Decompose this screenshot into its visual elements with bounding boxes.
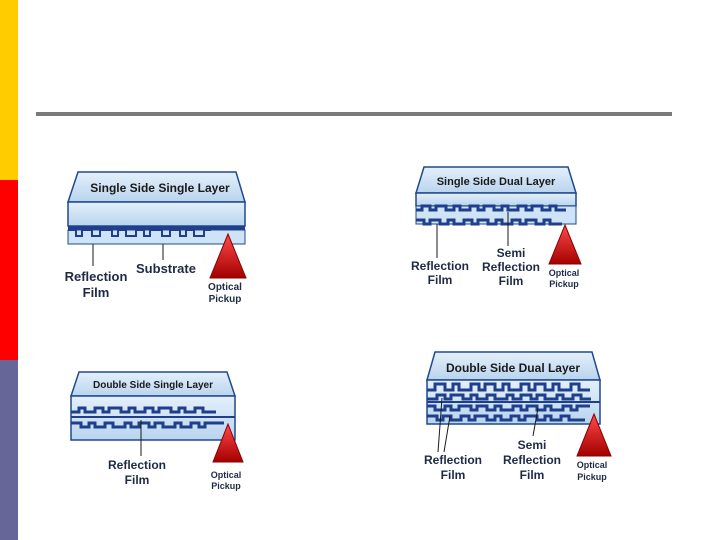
diagram-title: Double Side Single Layer [93, 380, 213, 391]
title-divider [36, 112, 672, 116]
diagram-title: Single Side Dual Layer [437, 176, 556, 188]
reflection-film-layer [416, 218, 562, 226]
reflection-label: Reflection [411, 259, 469, 273]
diagram-double-side-single-layer: Double Side Single Layer Reflection Film… [69, 371, 244, 491]
diagram-single-side-single-layer: Single Side Single Layer Reflection Film… [65, 171, 247, 305]
optical-label: Optical [211, 470, 242, 480]
optical-pickup-icon [212, 422, 244, 463]
diagram-title: Double Side Dual Layer [446, 361, 580, 375]
film-label: Film [125, 473, 150, 487]
diagram-double-side-dual-layer: Double Side Dual Layer Reflection Film S… [424, 351, 612, 482]
semi-reflection-label: Reflection [482, 260, 540, 274]
semi-film-label: Film [499, 274, 524, 288]
semi-label: Semi [518, 438, 547, 452]
pickup-label: Pickup [549, 279, 579, 289]
top-layer-pits-1 [427, 382, 590, 392]
accent-stripe-yellow [0, 0, 18, 180]
reflection-film-layer [68, 226, 245, 230]
reflection-film-layer-bottom [71, 421, 224, 429]
semi-reflection-layer [416, 204, 566, 212]
semi-film-label: Film [520, 468, 545, 482]
optical-pickup-icon [576, 412, 612, 457]
substrate-label: Substrate [136, 261, 196, 276]
film-label: Film [428, 273, 453, 287]
bond-line [71, 416, 235, 418]
reflection-film-layer [427, 414, 585, 422]
optical-label: Optical [208, 282, 242, 293]
optical-label: Optical [577, 460, 608, 470]
upper-substrate [415, 192, 577, 207]
top-layer-pits-2 [427, 393, 591, 401]
film-label: Film [441, 468, 466, 482]
optical-pickup-icon [209, 232, 247, 279]
diagram-single-side-dual-layer: Single Side Dual Layer Reflection Film S… [411, 166, 582, 289]
pickup-label: Pickup [211, 481, 241, 491]
semi-reflection-layer [427, 404, 590, 412]
reflection-film-layer-top [71, 406, 216, 414]
pickup-label: Pickup [209, 294, 242, 305]
optical-pickup-icon [548, 223, 582, 265]
upper-substrate [67, 201, 246, 227]
pit-pattern [68, 229, 211, 237]
reflection-label: Reflection [424, 453, 482, 467]
reflection-label: Reflection [65, 269, 128, 284]
leader-line [437, 397, 443, 453]
pickup-label: Pickup [577, 472, 607, 482]
reflection-label: Reflection [108, 458, 166, 472]
accent-stripe-purple [0, 360, 18, 540]
film-label: Film [83, 285, 110, 300]
diagram-title: Single Side Single Layer [90, 181, 230, 195]
semi-reflection-label: Reflection [503, 453, 561, 467]
bond-line [427, 401, 600, 403]
leader-line [532, 407, 539, 437]
accent-stripe-red [0, 180, 18, 360]
optical-label: Optical [549, 268, 580, 278]
leader-line [443, 415, 451, 453]
semi-label: Semi [497, 246, 526, 260]
